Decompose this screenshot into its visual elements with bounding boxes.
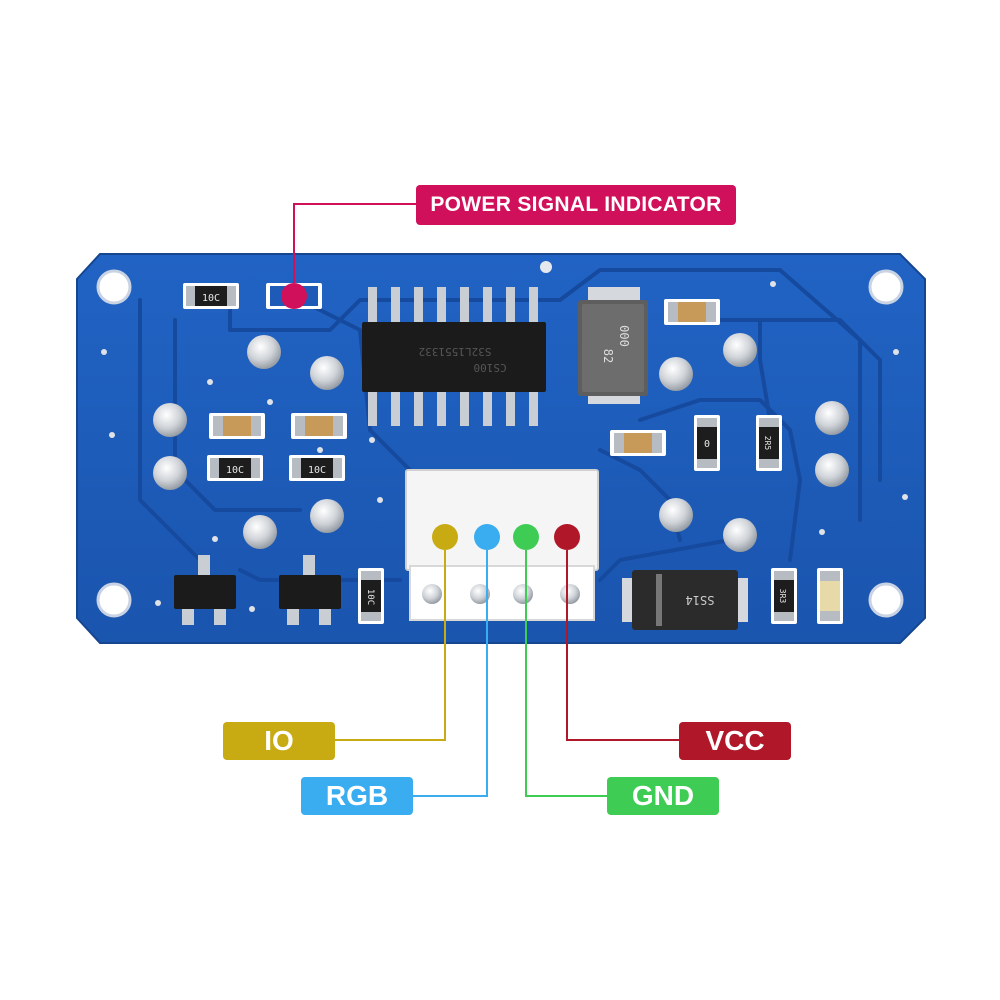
resistor-marking: 10C <box>308 465 326 476</box>
schottky-diode: SS14 <box>622 570 748 630</box>
mounting-hole <box>96 269 132 305</box>
power-signal-indicator-label: POWER SIGNAL INDICATOR <box>416 185 736 225</box>
pin-marker-io <box>432 524 458 550</box>
io-pin-label: IO <box>223 722 335 760</box>
leader-power <box>293 203 416 283</box>
gnd-pin-label: GND <box>607 777 719 815</box>
rgb-pin-label: RGB <box>301 777 413 815</box>
resistor-marking: 10C <box>202 293 220 304</box>
transistors <box>174 555 341 625</box>
cap-marking: 82 <box>601 349 615 363</box>
leader-vcc <box>566 550 679 741</box>
diode-marking: SS14 <box>686 593 715 607</box>
resistor-marking: 10C <box>365 589 375 605</box>
connector-pin-vcc[interactable] <box>560 584 580 604</box>
smd-components: 10C 10C 10C 10C <box>183 283 843 624</box>
leader-gnd <box>525 550 607 797</box>
connector-pin-io[interactable] <box>422 584 442 604</box>
through-hole-pads <box>153 333 849 552</box>
mounting-hole <box>868 582 904 618</box>
pin-marker-rgb <box>474 524 500 550</box>
resistor-marking: 3R3 <box>778 589 787 604</box>
cap-marking: 000 <box>617 325 631 347</box>
pin-marker-gnd <box>513 524 539 550</box>
power-led-marker <box>281 283 307 309</box>
resistor-marking: 0 <box>704 439 710 450</box>
resistor-marking: 10C <box>226 465 244 476</box>
pcb-board <box>76 253 926 644</box>
tantalum-capacitor: 000 82 <box>578 287 648 404</box>
pin-connector[interactable] <box>405 469 599 621</box>
main-ic: CS100 S32L1551332 <box>362 287 546 426</box>
leader-io <box>335 550 446 741</box>
connector-pin-gnd[interactable] <box>513 584 533 604</box>
ic-marking: S32L1551332 <box>419 345 492 358</box>
leader-lines <box>293 203 679 797</box>
pin-marker-vcc <box>554 524 580 550</box>
mounting-hole <box>868 269 904 305</box>
leader-rgb <box>413 550 488 797</box>
mounting-hole <box>96 582 132 618</box>
vcc-pin-label: VCC <box>679 722 791 760</box>
connector-pin-rgb[interactable] <box>470 584 490 604</box>
ic-marking: CS100 <box>473 361 506 374</box>
resistor-marking: 2R5 <box>763 436 772 451</box>
